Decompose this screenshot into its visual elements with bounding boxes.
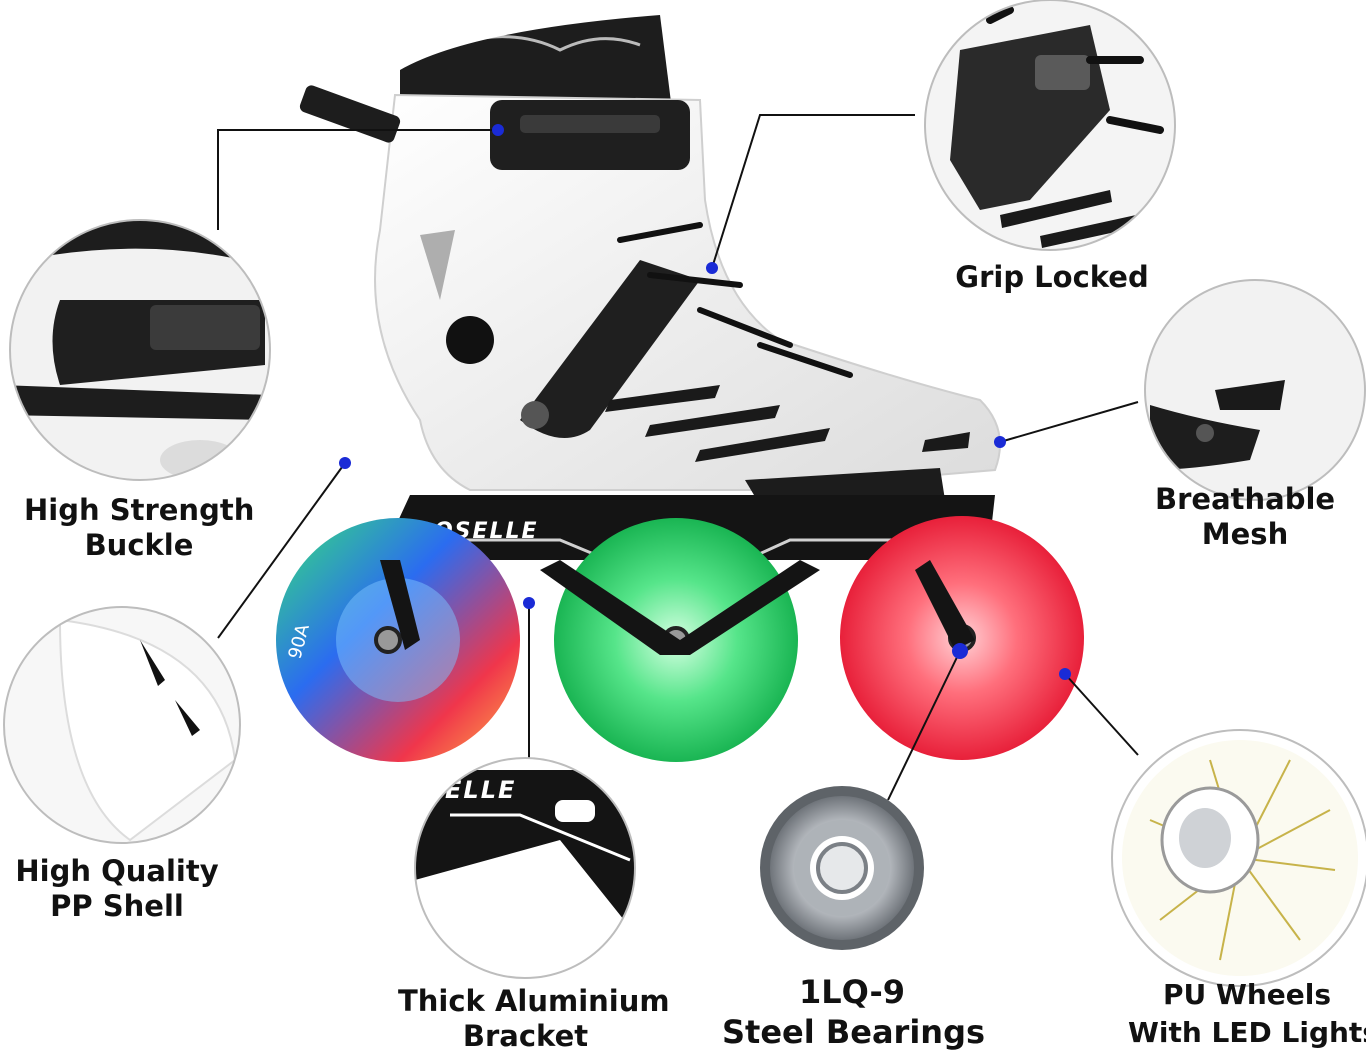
label-steel-bearings: 1LQ-9 Steel Bearings (722, 973, 986, 1051)
ratchet-closeup (924, 0, 1176, 251)
leader-buckle (217, 129, 498, 230)
marker-wheels (1059, 668, 1071, 680)
ratchet-arm (520, 260, 700, 438)
marker-buckle (492, 124, 504, 136)
laces (617, 222, 853, 378)
heel-knob (446, 316, 494, 364)
label-high-strength-buckle: High Strength Buckle (24, 493, 255, 562)
wheel-rear: 90A (276, 518, 520, 762)
frame-closeup: ELLE (414, 757, 636, 979)
skate-main: ROSELLE 90A (276, 15, 1084, 762)
leader-grip (711, 114, 915, 269)
leader-shell (217, 462, 346, 639)
label-pu-wheels-led: PU Wheels With LED Lights (1128, 978, 1366, 1049)
buckle-closeup (9, 219, 271, 481)
bearing (760, 786, 924, 950)
zoom-bracket-brand: ELLE (445, 776, 516, 804)
leader-wheels (1064, 673, 1139, 756)
marker-grip (706, 262, 718, 274)
vent-closeup (1144, 279, 1366, 501)
leader-bearing (887, 650, 961, 801)
label-high-quality-pp-shell: High Quality PP Shell (15, 854, 219, 923)
marker-shell (339, 457, 351, 469)
marker-bracket (523, 597, 535, 609)
side-stripes (605, 385, 830, 462)
top-buckle (490, 100, 690, 170)
marker-mesh (994, 436, 1006, 448)
shell-closeup (3, 606, 241, 844)
label-thick-aluminium-bracket: Thick Aluminium Bracket (398, 984, 670, 1053)
markers (339, 124, 1071, 680)
leader-mesh (999, 401, 1139, 443)
leader-lines (217, 114, 1139, 801)
liner-pattern (469, 35, 641, 52)
toe-vent (922, 432, 970, 452)
wheel-closeup (1111, 729, 1366, 987)
cuff-strap (299, 85, 401, 143)
label-breathable-mesh: Breathable Mesh (1155, 482, 1336, 551)
marker-bearing (952, 643, 968, 659)
label-grip-locked: Grip Locked (955, 260, 1149, 294)
